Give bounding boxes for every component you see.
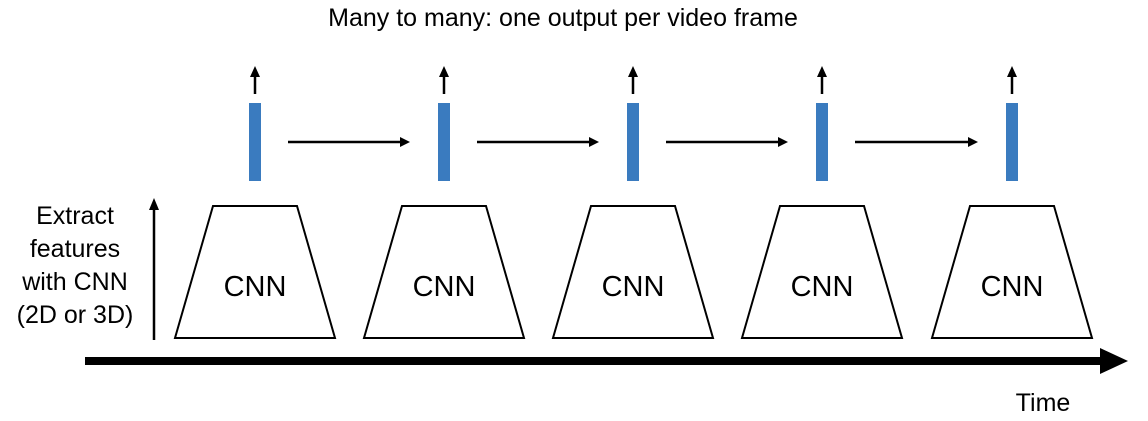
cnn-label: CNN <box>224 271 287 303</box>
feature-bar <box>816 103 828 181</box>
side-label-line-4: (2D or 3D) <box>17 301 134 329</box>
feature-bar <box>438 103 450 181</box>
output-arrow-head <box>1007 66 1017 77</box>
side-label-line-2: features <box>30 235 120 263</box>
recurrent-arrow-1 <box>288 137 410 147</box>
recurrent-arrow-3 <box>666 137 788 147</box>
cnn-block <box>173 205 337 339</box>
feature-bar <box>249 103 261 181</box>
output-arrow-head <box>439 66 449 77</box>
cnn-block <box>740 205 904 339</box>
frame-5: CNN <box>930 66 1094 339</box>
cnn-label: CNN <box>602 271 665 303</box>
vertical-axis-arrow <box>149 198 159 340</box>
cnn-block <box>930 205 1094 339</box>
frame-4: CNN <box>740 66 904 339</box>
frame-1: CNN <box>173 66 337 339</box>
output-arrow-head <box>817 66 827 77</box>
feature-bar <box>627 103 639 181</box>
side-label-line-1: Extract <box>36 202 114 230</box>
feature-bar <box>1006 103 1018 181</box>
time-label: Time <box>1016 389 1071 417</box>
cnn-block <box>551 205 715 339</box>
recurrent-arrow-2 <box>477 137 599 147</box>
cnn-label: CNN <box>413 271 476 303</box>
side-label-line-3: with CNN <box>21 268 128 296</box>
output-arrow-head <box>628 66 638 77</box>
output-arrow-head <box>250 66 260 77</box>
cnn-block <box>362 205 526 339</box>
cnn-label: CNN <box>981 271 1044 303</box>
recurrent-arrows <box>288 137 978 147</box>
time-axis <box>85 348 1128 374</box>
frame-2: CNN <box>362 66 526 339</box>
side-label: Extract features with CNN (2D or 3D) <box>17 202 134 329</box>
cnn-label: CNN <box>791 271 854 303</box>
frame-3: CNN <box>551 66 715 339</box>
recurrent-arrow-4 <box>855 137 978 147</box>
frames: CNN CNN CNN CNN CNN <box>173 66 1094 339</box>
diagram-title: Many to many: one output per video frame <box>328 4 798 32</box>
